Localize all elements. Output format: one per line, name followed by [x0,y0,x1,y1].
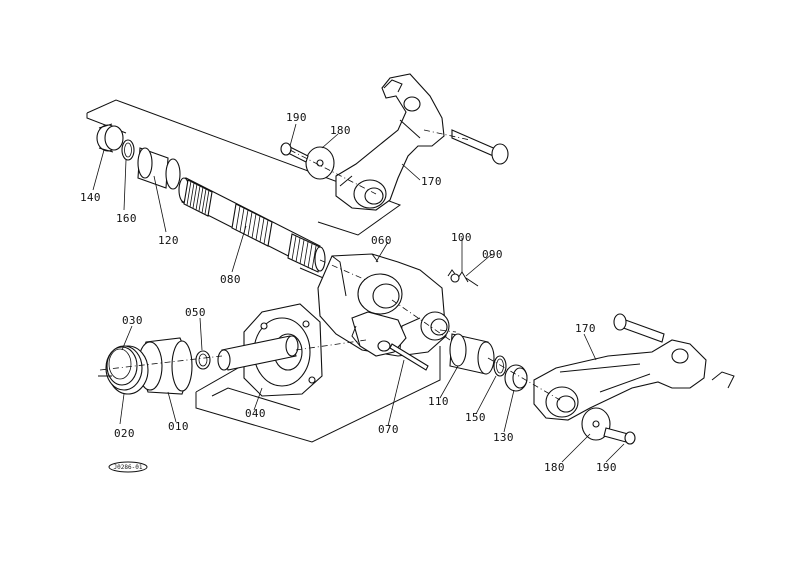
label-050: 050 [185,306,206,319]
part-120-bushing [137,147,181,190]
label-170-top: 170 [421,175,442,188]
part-070-pin [389,343,429,371]
part-050-oring [195,350,211,370]
assembly-center-lines [99,129,561,401]
label-130: 130 [493,431,514,444]
part-020-030-snap-rings [98,345,149,395]
reference-code: J0286-01 [114,464,143,471]
leader-lines [92,123,625,463]
part-180-top-washer [305,146,335,180]
label-110: 110 [428,395,449,408]
main-housing [317,253,450,357]
part-150-oring [493,355,507,377]
label-180-right: 180 [544,461,565,474]
part-040-stub-shaft [217,335,299,371]
part-190-top-bolt [280,142,309,163]
part-170-top-lever [335,73,445,211]
label-140: 140 [80,191,101,204]
part-190-right-bolt [603,427,636,445]
part-180-right-washer [581,407,611,441]
label-100: 100 [451,231,472,244]
label-160: 160 [116,212,137,225]
part-080-splined-shaft [178,177,326,273]
part-170-top-pin [383,79,509,165]
label-180-top: 180 [330,124,351,137]
label-060: 060 [371,234,392,247]
part-010-bearing [137,337,193,395]
label-080: 080 [220,273,241,286]
part-labels: 140 160 120 080 060 100 090 030 050 020 … [80,111,617,474]
label-030: 030 [122,314,143,327]
part-130-bushing [504,364,528,392]
label-010: 010 [168,420,189,433]
spline-band-1 [183,179,213,217]
part-160-oring [121,139,135,161]
label-150: 150 [465,411,486,424]
label-190-top: 190 [286,111,307,124]
label-070: 070 [378,423,399,436]
label-020: 020 [114,427,135,440]
part-140-bushing [96,123,124,153]
label-190-right: 190 [596,461,617,474]
part-090-100-spring-clip [447,269,479,287]
part-170-right-lever [533,339,707,421]
label-090: 090 [482,248,503,261]
label-170-right: 170 [575,322,596,335]
part-170-right-pin [613,313,735,389]
spline-band-2 [231,203,273,247]
part-110-bushing [449,333,495,375]
label-040: 040 [245,407,266,420]
reference-code-badge: J0286-01 [108,461,148,473]
spline-band-3 [287,233,323,273]
label-120: 120 [158,234,179,247]
